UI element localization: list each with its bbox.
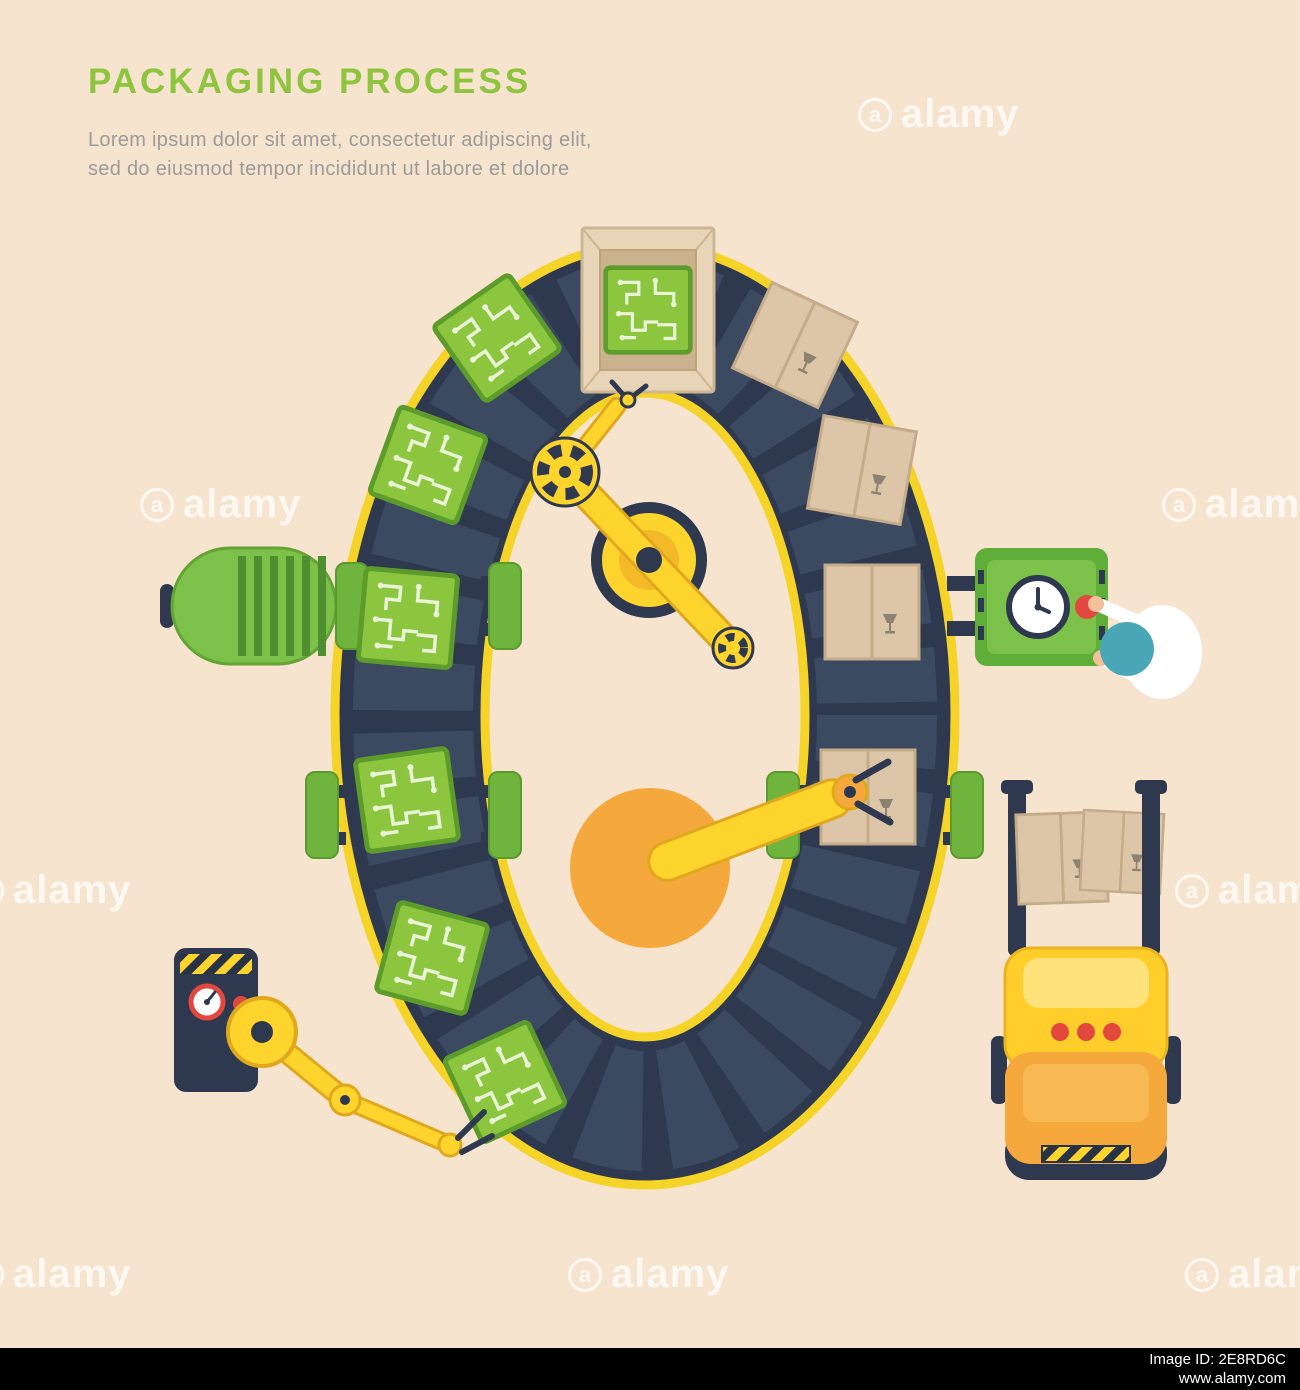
gauge-icon [188,983,226,1021]
gripper-claw-icon [455,1109,495,1155]
circuit-board [376,902,489,1015]
image-id: Image ID: 2E8RD6C [1149,1351,1286,1368]
circuit-board [606,268,691,353]
extruder-machine [160,546,356,666]
conveyor-belt [330,240,960,1190]
circuit-board [355,748,459,852]
footer-meta: Image ID: 2E8RD6C www.alamy.com [1149,1350,1286,1388]
worker [1088,596,1202,699]
subtitle: Lorem ipsum dolor sit amet, consectetur … [88,126,592,184]
subtitle-line-1: Lorem ipsum dolor sit amet, consectetur … [88,129,592,151]
circuit-board [358,568,458,668]
hazard-stripe-icon [1041,1145,1131,1163]
box-rack [1001,780,1167,956]
page-title: PACKAGING PROCESS [88,62,532,101]
packing-robot-arm [570,758,894,948]
header: PACKAGING PROCESS Lorem ipsum dolor sit … [88,62,592,184]
footer-bar: Image ID: 2E8RD6C www.alamy.com [0,1348,1300,1390]
gripper-claw-icon [852,758,894,826]
assembly-robot-arm [529,379,755,670]
footer-url: www.alamy.com [1178,1370,1286,1387]
hazard-stripe-icon [180,954,252,974]
clock-icon [1006,575,1070,639]
delivery-robot [991,946,1181,1180]
operator-station [947,548,1202,699]
cardboard-box [823,563,921,661]
subtitle-line-2: sed do eiusmod tempor incididunt ut labo… [88,158,570,180]
windshield [1023,958,1149,1008]
open-box [580,226,716,394]
inspection-robot-arm [226,996,495,1158]
belt-segments [353,259,937,1171]
worker-head [1100,622,1154,676]
red-indicator-lights [1051,1023,1121,1041]
cardboard-box [806,414,918,526]
